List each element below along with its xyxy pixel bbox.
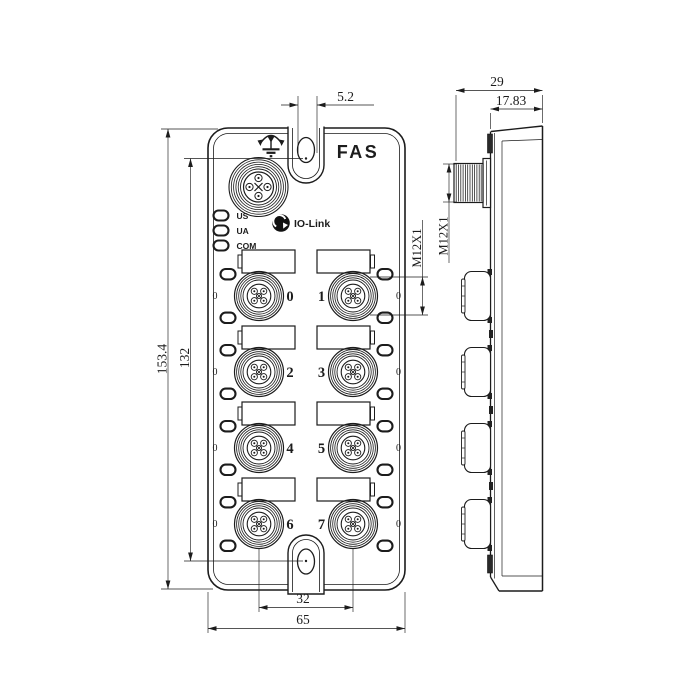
- dim-body-depth: 17.83: [490, 93, 543, 129]
- port-4-label: 4: [286, 441, 293, 457]
- led-us: [212, 209, 230, 222]
- bottom-mounting-hole: [296, 548, 316, 575]
- row-3-left-mark: 0: [213, 443, 218, 454]
- port-2-label: 2: [286, 365, 293, 381]
- dim-side-thread: M12X1: [437, 163, 457, 263]
- port-1-label: 1: [318, 289, 325, 305]
- port-3-label: 3: [318, 365, 325, 381]
- dim-overall-width: 65: [207, 592, 406, 633]
- dim-29-label: 29: [490, 74, 504, 89]
- port-7-label: 7: [318, 517, 325, 533]
- row-3-right-mark: 0: [396, 443, 401, 454]
- ground-icon: [257, 134, 285, 158]
- dim-overall-depth: 29: [455, 74, 543, 161]
- row-4-left-mark: 0: [213, 519, 218, 530]
- dim-overall-height: 153.4: [155, 128, 218, 590]
- side-boss-3: [461, 421, 492, 475]
- io-link-label: IO-Link: [294, 218, 330, 230]
- side-boss-4: [461, 497, 492, 551]
- row-2-right-mark: 0: [396, 367, 401, 378]
- side-boss-2: [461, 345, 492, 399]
- side-top-mounting-tab: [487, 133, 493, 154]
- row-4-right-mark: 0: [396, 519, 401, 530]
- dim-17-83-label: 17.83: [496, 93, 527, 108]
- dim-32-label: 32: [296, 591, 310, 606]
- front-view: FAS US UA COM: [207, 126, 406, 595]
- port-6-label: 6: [286, 517, 293, 533]
- port-6-connector: [233, 498, 285, 550]
- port-4-connector: [233, 422, 285, 474]
- dim-mounting-hole-spacing: 132: [177, 157, 308, 563]
- side-boss-1: [461, 269, 492, 323]
- dim-m12x1-front-label: M12X1: [410, 229, 424, 268]
- dim-port-column-spacing: 32: [258, 549, 354, 612]
- side-bottom-mounting-tab: [487, 554, 493, 574]
- port-5-label: 5: [318, 441, 325, 457]
- led-ua: [212, 224, 230, 237]
- port-0-label: 0: [286, 289, 293, 305]
- row-1-right-mark: 0: [396, 291, 401, 302]
- dim-153-4-label: 153.4: [155, 344, 170, 375]
- port-3-connector: [327, 346, 379, 398]
- dim-132-label: 132: [177, 348, 192, 368]
- port-5-connector: [327, 422, 379, 474]
- top-mounting-hole: [296, 136, 316, 164]
- port-7-connector: [327, 498, 379, 550]
- side-housing-outline: [487, 125, 544, 592]
- power-connector: [228, 156, 289, 218]
- port-1-connector: [327, 270, 379, 322]
- port-0-connector: [233, 270, 285, 322]
- side-port-bosses: [461, 269, 493, 551]
- led-us-label: US: [237, 211, 249, 221]
- row-1-left-mark: 0: [213, 291, 218, 302]
- dim-65-label: 65: [296, 612, 310, 627]
- row-2-left-mark: 0: [213, 367, 218, 378]
- led-com-label: COM: [237, 241, 257, 251]
- io-link-logo: IO-Link: [272, 214, 330, 232]
- side-view: [453, 125, 544, 592]
- top-mounting-boss: [287, 126, 325, 184]
- dim-mounting-hole-width: 5.2: [281, 89, 374, 153]
- status-leds: US UA COM: [212, 209, 257, 252]
- dim-m12x1-side-label: M12X1: [437, 217, 451, 256]
- brand-logo: FAS: [337, 142, 380, 162]
- led-com: [212, 239, 230, 252]
- port-2-connector: [233, 346, 285, 398]
- led-ua-label: UA: [237, 226, 249, 236]
- bottom-mounting-boss: [287, 534, 325, 595]
- side-m12-connector: [453, 157, 492, 209]
- dim-5-2-label: 5.2: [337, 89, 354, 104]
- dimensions: 5.2 153.4 132 M12X1: [155, 74, 543, 633]
- port-rows: 0 0 0 0 0 0: [213, 249, 401, 553]
- dim-port-thread: M12X1: [370, 220, 428, 316]
